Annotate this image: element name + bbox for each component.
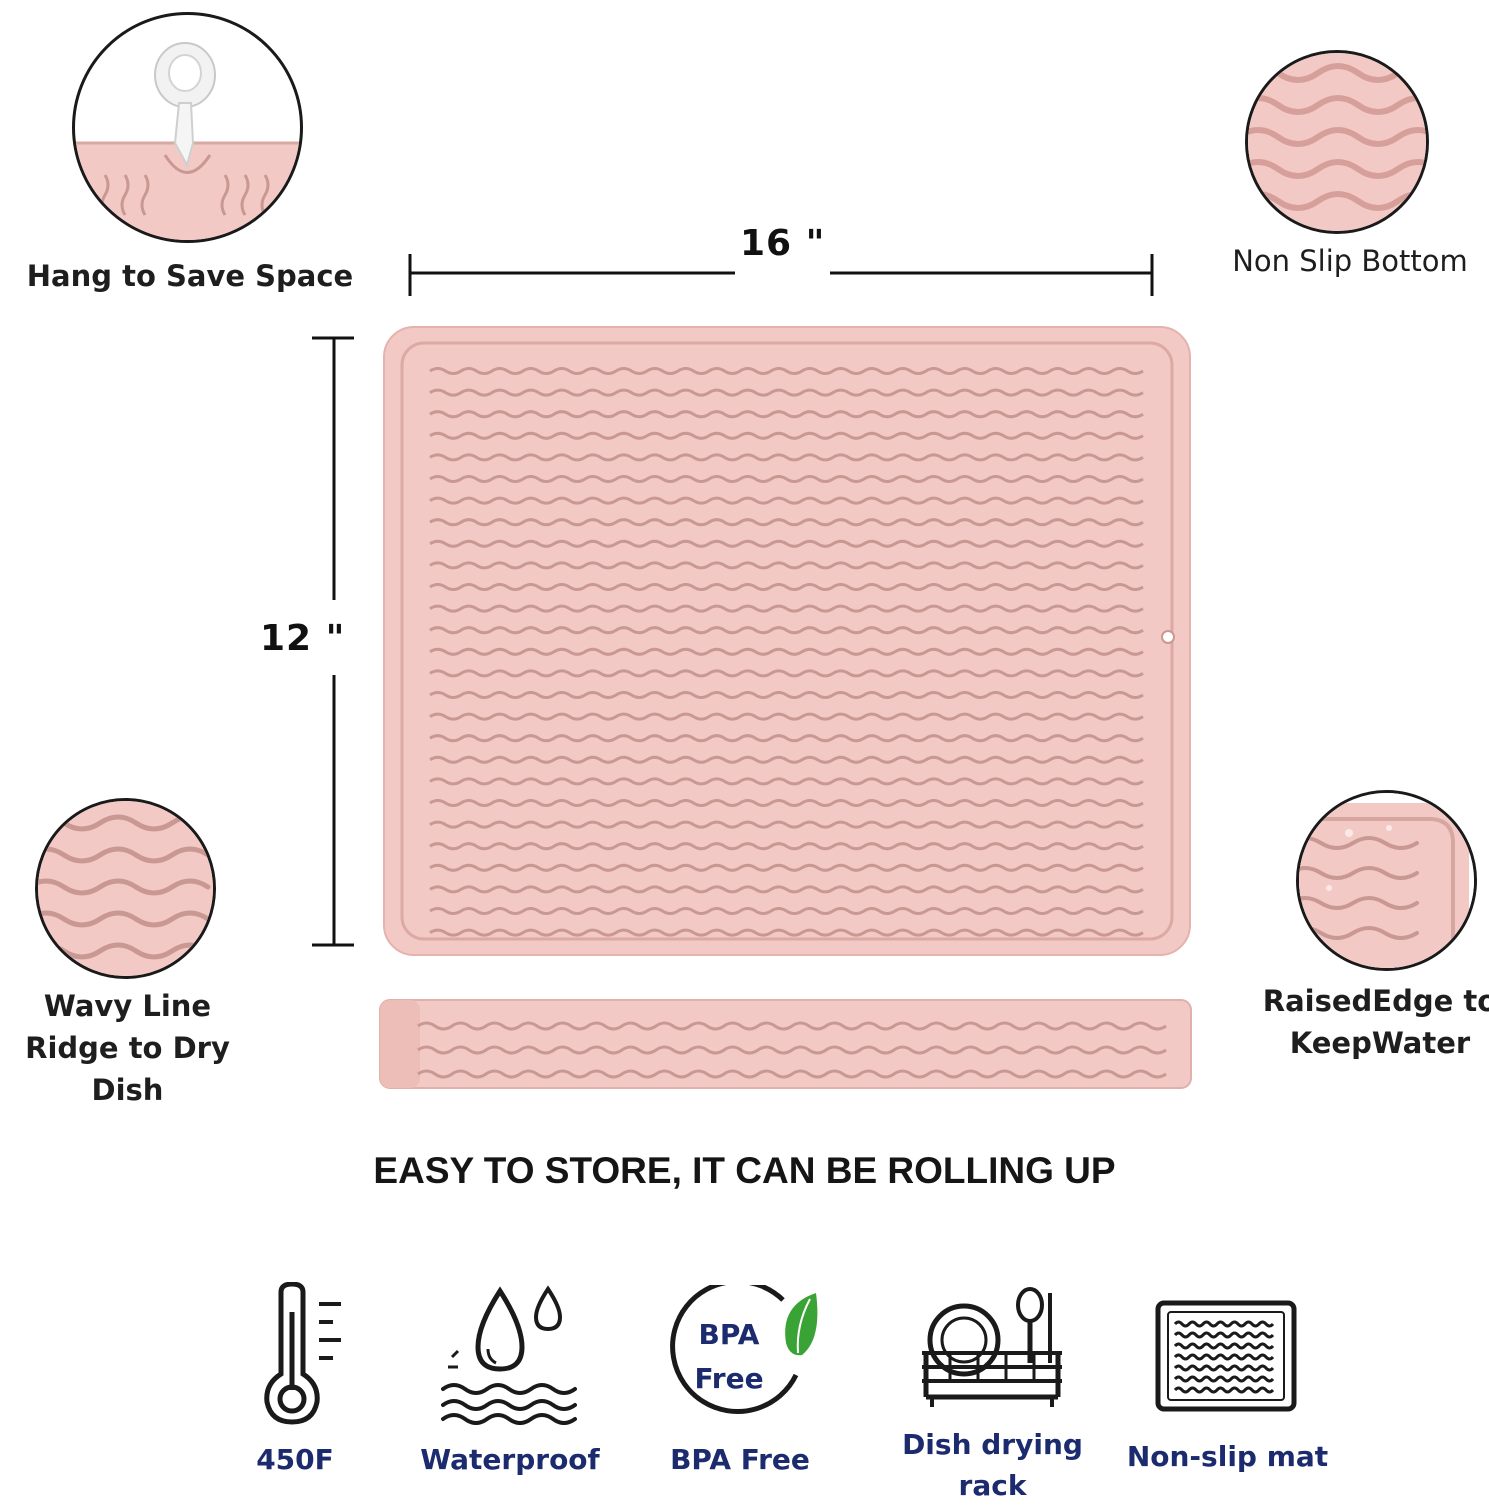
icon-label-non-slip-mat: Non-slip mat bbox=[1126, 1440, 1329, 1473]
thermometer-icon bbox=[264, 1282, 341, 1425]
wave-ridge bbox=[429, 691, 1144, 699]
dish-rack-icon bbox=[922, 1287, 1062, 1407]
width-label: 16 " bbox=[740, 223, 826, 264]
leaf-circle-icon bbox=[670, 1285, 818, 1414]
wave-ridge bbox=[429, 604, 1144, 613]
wave-ridge bbox=[417, 1045, 1167, 1055]
wave-ridge bbox=[429, 647, 1144, 656]
wave-ridge bbox=[429, 712, 1144, 721]
bpa-badge-line2: Free bbox=[694, 1362, 764, 1395]
rolled-mat-image bbox=[379, 999, 1192, 1089]
wave-ridge bbox=[429, 669, 1144, 678]
wave-ridge bbox=[429, 475, 1144, 483]
wave-ridge bbox=[429, 388, 1144, 397]
wave-ridge bbox=[429, 820, 1144, 829]
wave-ridge bbox=[1173, 1320, 1275, 1328]
bpa-badge-line1: BPA bbox=[698, 1318, 760, 1351]
wave-ridge bbox=[429, 518, 1144, 527]
wave-ridge bbox=[429, 583, 1144, 591]
wave-ridge bbox=[429, 431, 1144, 440]
height-label: 12 " bbox=[260, 618, 346, 659]
drying-mat-image bbox=[383, 326, 1191, 956]
wave-ridge bbox=[1173, 1375, 1275, 1383]
wave-ridge bbox=[429, 755, 1144, 764]
hang-detail-image bbox=[72, 12, 303, 243]
wave-ridge bbox=[417, 1069, 1167, 1079]
height-dimension-line bbox=[312, 336, 354, 947]
wave-ridge bbox=[417, 1021, 1167, 1031]
wave-ridge bbox=[429, 777, 1144, 786]
icon-label-waterproof: Waterproof bbox=[420, 1443, 600, 1476]
feature-label-hang: Hang to Save Space bbox=[26, 259, 354, 293]
raised-edge-detail-image bbox=[1296, 790, 1477, 971]
wave-ridge bbox=[429, 863, 1144, 872]
wave-ridge bbox=[1173, 1353, 1275, 1361]
wave-ridge bbox=[429, 626, 1144, 635]
wave-ridge bbox=[1173, 1342, 1275, 1350]
feature-label-non-slip-bottom: Non Slip Bottom bbox=[1232, 244, 1468, 278]
icon-label-450f: 450F bbox=[256, 1443, 334, 1476]
wave-ridge bbox=[429, 842, 1144, 851]
non-slip-bottom-image bbox=[1245, 50, 1429, 234]
wave-ridge bbox=[429, 539, 1144, 548]
wave-ridge bbox=[429, 799, 1144, 807]
wave-ridge bbox=[429, 885, 1144, 894]
wave-ridge bbox=[429, 907, 1144, 915]
wave-ridge bbox=[429, 928, 1144, 937]
bpa-free-badge: BPA Free bbox=[668, 1285, 828, 1425]
wave-ridge bbox=[429, 561, 1144, 570]
feature-label-wavy-line: Wavy Line Ridge to Dry Dish bbox=[25, 989, 230, 1108]
icon-label-dish-rack: Dish drying rack bbox=[902, 1428, 1083, 1502]
wave-ridge bbox=[1173, 1364, 1275, 1372]
wave-ridge bbox=[429, 367, 1144, 375]
wave-ridge bbox=[1173, 1331, 1275, 1339]
storage-headline: EASY TO STORE, IT CAN BE ROLLING UP bbox=[373, 1150, 1116, 1191]
wave-ridge bbox=[429, 453, 1144, 462]
wave-ridge bbox=[429, 410, 1144, 419]
width-dimension-line bbox=[408, 254, 1154, 296]
mat-icon bbox=[1155, 1300, 1297, 1412]
wave-ridge bbox=[429, 734, 1144, 743]
wave-ridge bbox=[429, 496, 1144, 505]
water-drop-icon bbox=[441, 1285, 577, 1425]
wave-ridge bbox=[1173, 1386, 1275, 1394]
icon-label-bpa-free: BPA Free bbox=[670, 1443, 810, 1476]
feature-label-raised-edge: RaisedEdge to KeepWater bbox=[1262, 984, 1489, 1061]
wavy-ridge-detail-image bbox=[35, 798, 216, 979]
